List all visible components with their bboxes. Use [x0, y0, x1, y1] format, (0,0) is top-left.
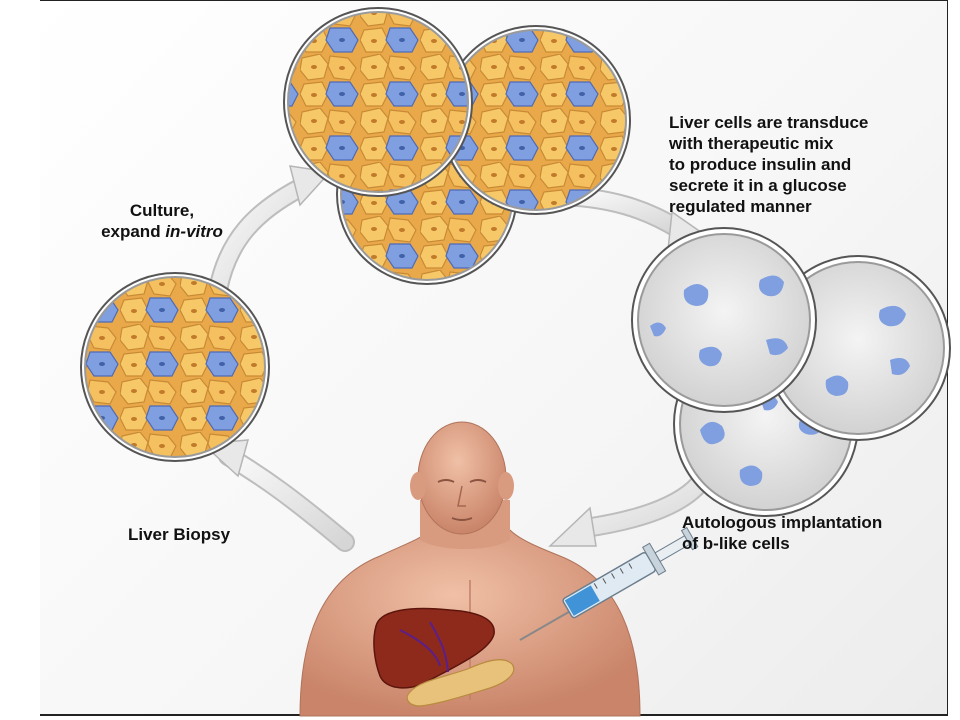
- culture-label-line1: Culture,: [129, 201, 195, 220]
- culture-label-prefix: expand: [101, 222, 166, 241]
- transduced-cell-plate-left: [631, 227, 817, 413]
- transduction-line: Liver cells are transduce: [669, 113, 869, 132]
- transduction-line: with therapeutic mix: [669, 134, 834, 153]
- culture-label-line2: expand in-vitro: [82, 221, 242, 242]
- biopsy-cell-plate: [80, 272, 270, 462]
- transduction-line: regulated manner: [669, 197, 812, 216]
- implantation-line: Autologous implantation: [682, 513, 883, 532]
- syringe-icon: [519, 526, 699, 641]
- transduction-label: Liver cells are transduce with therapeut…: [669, 112, 868, 217]
- culture-label-italic: in-vitro: [165, 222, 223, 241]
- transduction-line: secrete it in a glucose: [669, 176, 847, 195]
- cultured-cell-plate-left: [283, 7, 473, 197]
- implantation-label: Autologous implantation of b-like cells: [682, 512, 882, 554]
- transduction-line: to produce insulin and: [669, 155, 852, 174]
- culture-label: Culture, expand in-vitro: [82, 200, 242, 242]
- pancreas-organ: [406, 659, 515, 707]
- cultured-cell-plate-right: [441, 25, 631, 215]
- liver-organ: [373, 607, 495, 689]
- liver-biopsy-label: Liver Biopsy: [128, 525, 231, 544]
- implantation-line: of b-like cells: [682, 534, 790, 553]
